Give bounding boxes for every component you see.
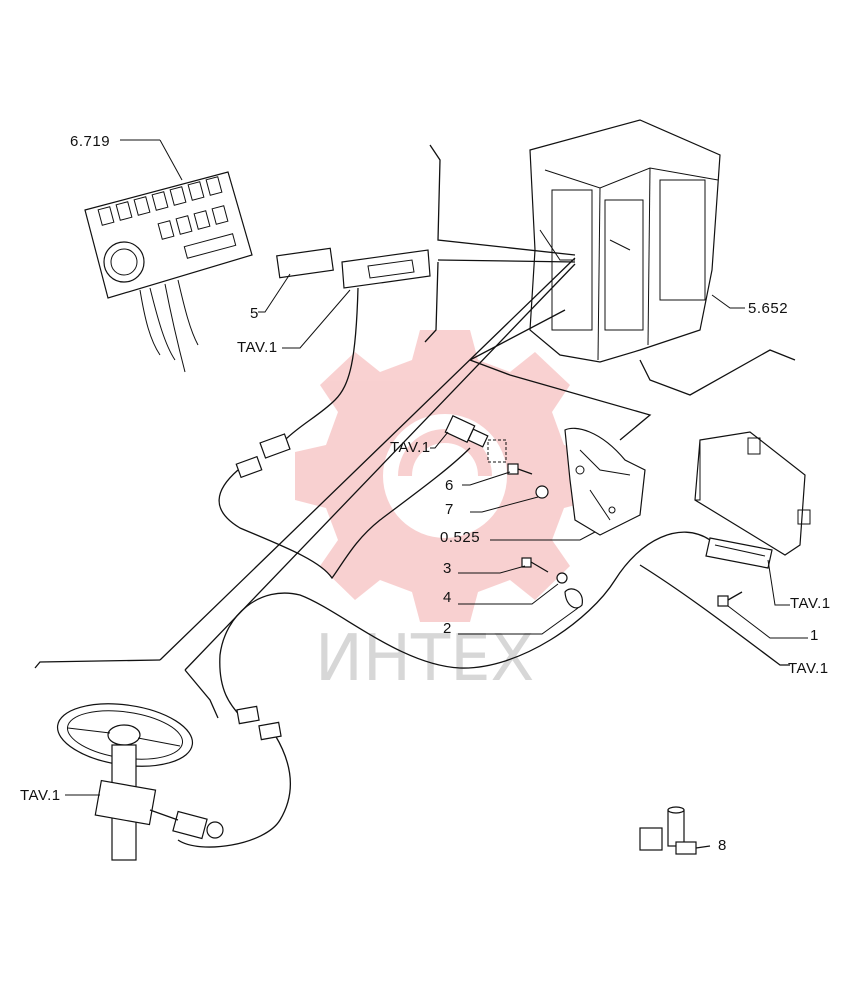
steering-column [94, 744, 224, 861]
connector-switch [444, 414, 489, 448]
control-module [694, 431, 811, 556]
label-bracket: 0.525 [440, 529, 480, 546]
screw-3 [521, 557, 549, 573]
label-lamp-ref: TAV.1 [237, 339, 278, 356]
label-module-ref: TAV.1 [790, 595, 831, 612]
pedal-bracket [564, 427, 646, 536]
washer-7 [535, 485, 549, 499]
watermark-logo-icon [295, 330, 595, 622]
label-screw-3: 3 [443, 560, 452, 577]
instrument-panel [84, 171, 253, 373]
label-washer-7: 7 [445, 501, 454, 518]
frame-lines [34, 144, 796, 719]
clamp-2 [564, 588, 583, 609]
label-screw-6: 6 [445, 477, 454, 494]
label-bolt-1: 1 [810, 627, 819, 644]
warning-lamp [341, 249, 431, 289]
label-clamp-2: 2 [443, 620, 452, 637]
cab [529, 119, 721, 363]
connector-column-b [258, 721, 282, 741]
lamp-lens [276, 247, 334, 279]
connector-harness-a [235, 455, 263, 479]
washer-4 [556, 572, 568, 584]
label-column-ref: TAV.1 [20, 787, 61, 804]
label-harness-ref: TAV.1 [788, 660, 829, 677]
label-lens: 5 [250, 305, 259, 322]
connector-column-a [236, 705, 260, 725]
label-switch-ref: TAV.1 [390, 439, 431, 456]
connector-lamp [259, 433, 291, 459]
label-fuse-8: 8 [718, 837, 727, 854]
fuse-8 [639, 806, 711, 855]
wiring-harness [177, 447, 790, 848]
bolt-1 [717, 591, 743, 607]
screw-6 [507, 463, 533, 475]
label-washer-4: 4 [443, 589, 452, 606]
label-cab: 5.652 [748, 300, 788, 317]
label-dash-panel: 6.719 [70, 133, 110, 150]
module-connector [705, 537, 773, 569]
watermark-text: ИНТЕХ [315, 622, 534, 696]
